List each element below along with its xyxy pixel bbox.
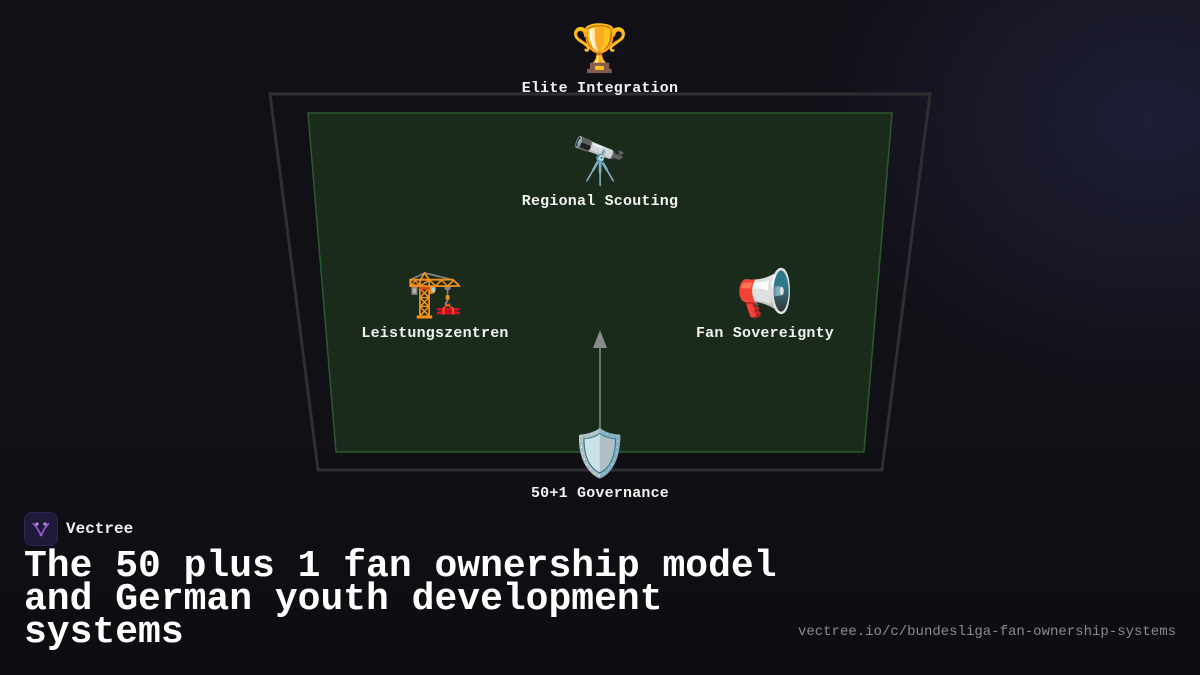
upward-arrow-head xyxy=(593,330,607,348)
vectree-logo-mark xyxy=(32,522,50,537)
outer-trapezoid-frame xyxy=(268,92,932,472)
node-regional-scouting: 🔭 Regional Scouting xyxy=(522,135,678,210)
node-fan-sovereignty: 📢 Fan Sovereignty xyxy=(696,267,834,342)
node-label: Regional Scouting xyxy=(521,193,679,210)
node-label: Leistungszentren xyxy=(361,325,509,342)
node-elite-integration: 🏆 Elite Integration xyxy=(522,22,678,97)
construction-crane-icon: 🏗️ xyxy=(406,266,464,320)
inner-trapezoid-layer xyxy=(307,112,893,453)
page-title: The 50 plus 1 fan ownership model and Ge… xyxy=(24,545,777,654)
node-label: 50+1 Governance xyxy=(530,485,670,502)
trophy-icon: 🏆 xyxy=(571,21,629,75)
telescope-icon: 🔭 xyxy=(571,134,629,188)
vectree-logo-icon xyxy=(24,512,58,546)
node-label: Fan Sovereignty xyxy=(695,325,835,342)
brand: Vectree xyxy=(24,512,133,546)
brand-name: Vectree xyxy=(66,520,134,538)
node-label: Elite Integration xyxy=(521,80,679,97)
megaphone-icon: 📢 xyxy=(736,266,794,320)
node-50-plus-1-governance: 🛡️ 50+1 Governance xyxy=(531,427,669,502)
shield-icon: 🛡️ xyxy=(571,426,629,480)
source-url[interactable]: vectree.io/c/bundesliga-fan-ownership-sy… xyxy=(797,624,1176,640)
node-leistungszentren: 🏗️ Leistungszentren xyxy=(361,267,508,342)
